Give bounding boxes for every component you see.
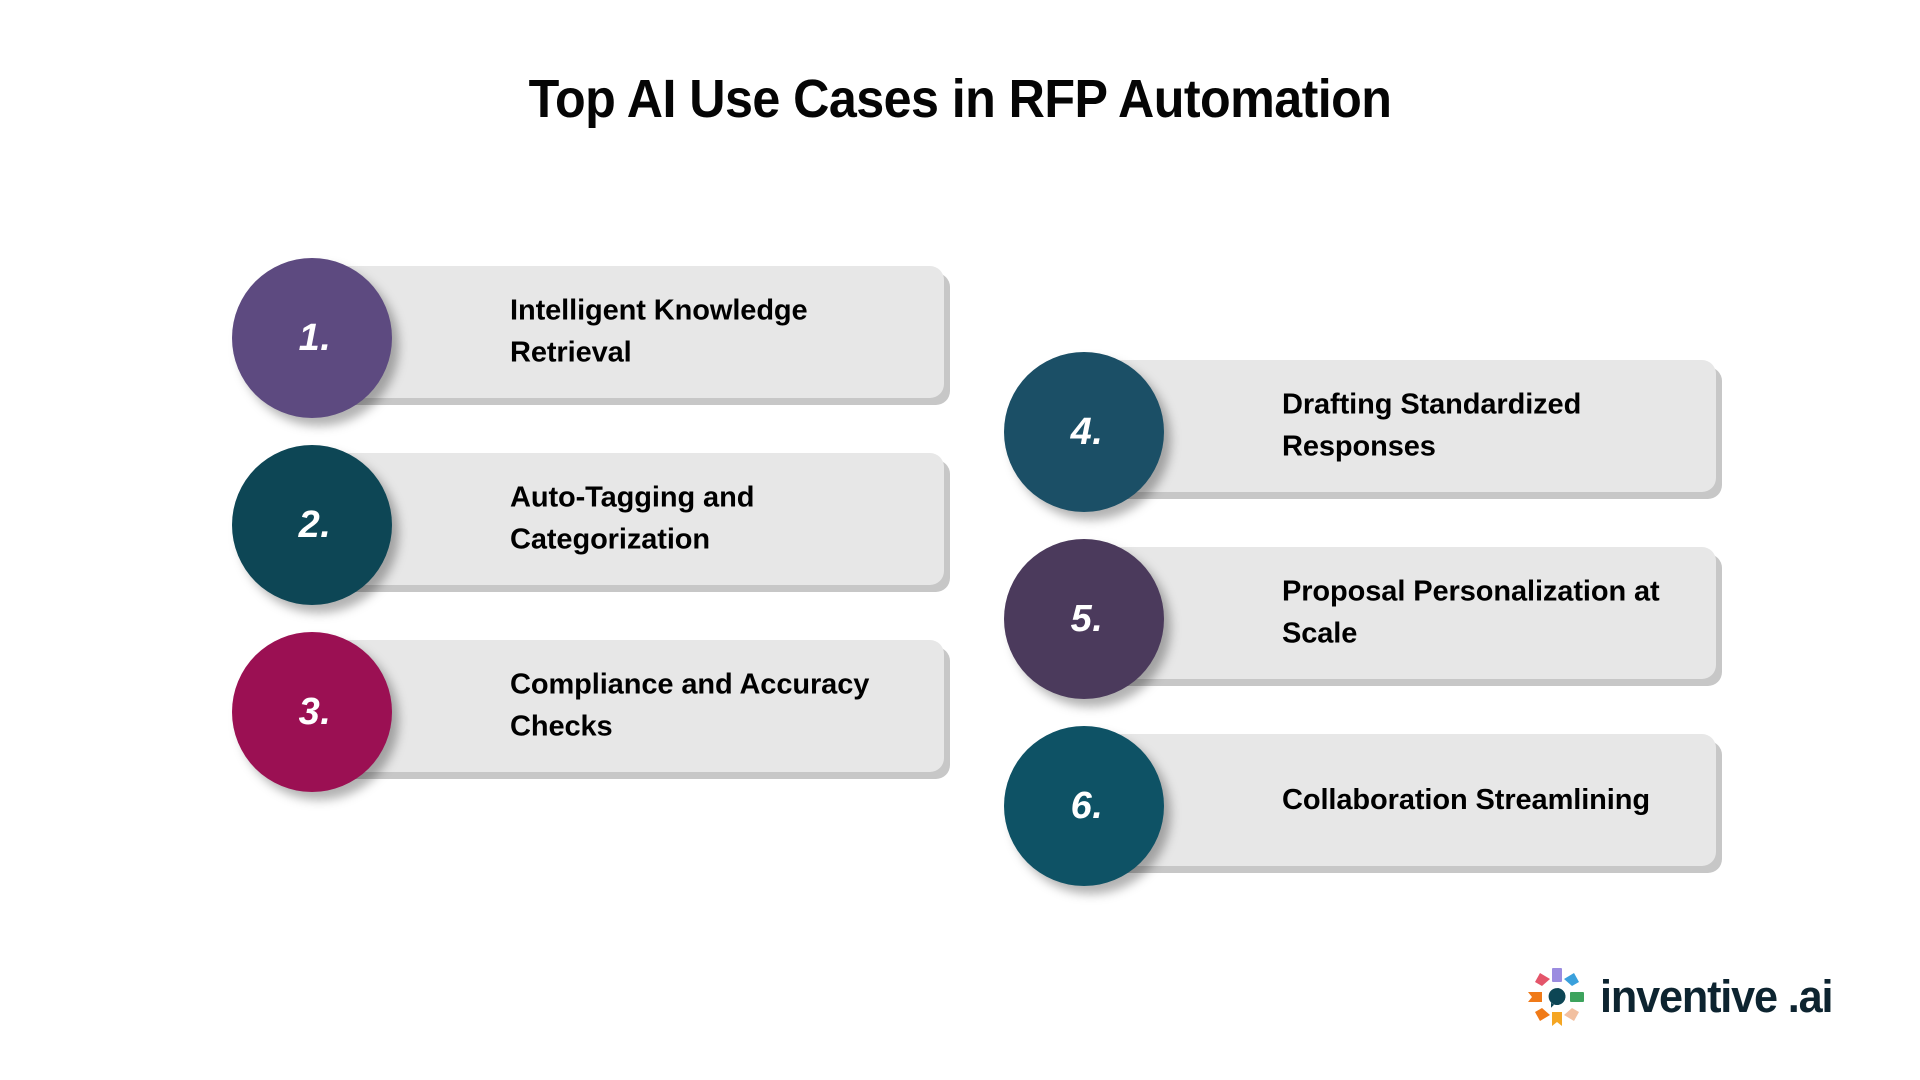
use-case-label: Collaboration Streamlining bbox=[1282, 783, 1650, 816]
list-item[interactable]: Proposal Personalization at Scale 5. bbox=[1004, 539, 1716, 699]
use-case-number: 5. bbox=[1070, 597, 1104, 640]
list-item[interactable]: Drafting Standardized Responses 4. bbox=[1004, 352, 1716, 512]
list-item[interactable]: Intelligent Knowledge Retrieval 1. bbox=[232, 258, 944, 418]
use-case-number-badge: 2. bbox=[232, 445, 392, 605]
use-case-number: 1. bbox=[298, 316, 332, 359]
list-item[interactable]: Collaboration Streamlining 6. bbox=[1004, 726, 1716, 886]
page-title: Top AI Use Cases in RFP Automation bbox=[528, 69, 1392, 129]
use-case-number: 4. bbox=[1070, 410, 1104, 453]
use-case-label: Compliance and Accuracy Checks bbox=[510, 668, 870, 743]
use-case-label: Auto-Tagging and Categorization bbox=[510, 481, 755, 556]
use-case-label: Proposal Personalization at Scale bbox=[1282, 575, 1660, 650]
use-case-card[interactable]: Compliance and Accuracy Checks bbox=[310, 640, 944, 772]
use-case-column-right: Drafting Standardized Responses 4. Propo… bbox=[1004, 352, 1716, 886]
brand-name: inventive .ai bbox=[1599, 971, 1833, 1022]
use-case-number: 6. bbox=[1070, 784, 1104, 827]
use-case-card[interactable]: Intelligent Knowledge Retrieval bbox=[310, 266, 944, 398]
use-case-number: 3. bbox=[298, 690, 332, 733]
list-item[interactable]: Compliance and Accuracy Checks 3. bbox=[232, 632, 944, 792]
use-case-column-left: Intelligent Knowledge Retrieval 1. Auto-… bbox=[232, 258, 944, 792]
use-case-number-badge: 4. bbox=[1004, 352, 1164, 512]
use-case-number-badge: 3. bbox=[232, 632, 392, 792]
use-case-label: Intelligent Knowledge Retrieval bbox=[510, 294, 808, 369]
use-case-number-badge: 1. bbox=[232, 258, 392, 418]
use-case-card[interactable]: Collaboration Streamlining bbox=[1082, 734, 1716, 866]
inventive-pinwheel-icon bbox=[1526, 966, 1588, 1028]
use-case-number: 2. bbox=[298, 503, 332, 546]
use-case-number-badge: 5. bbox=[1004, 539, 1164, 699]
use-case-label: Drafting Standardized Responses bbox=[1282, 388, 1582, 463]
use-case-number-badge: 6. bbox=[1004, 726, 1164, 886]
use-case-card[interactable]: Proposal Personalization at Scale bbox=[1082, 547, 1716, 679]
use-case-card[interactable]: Drafting Standardized Responses bbox=[1082, 360, 1716, 492]
list-item[interactable]: Auto-Tagging and Categorization 2. bbox=[232, 445, 944, 605]
use-case-card[interactable]: Auto-Tagging and Categorization bbox=[310, 453, 944, 585]
brand-logo[interactable]: inventive .ai bbox=[1526, 966, 1842, 1028]
